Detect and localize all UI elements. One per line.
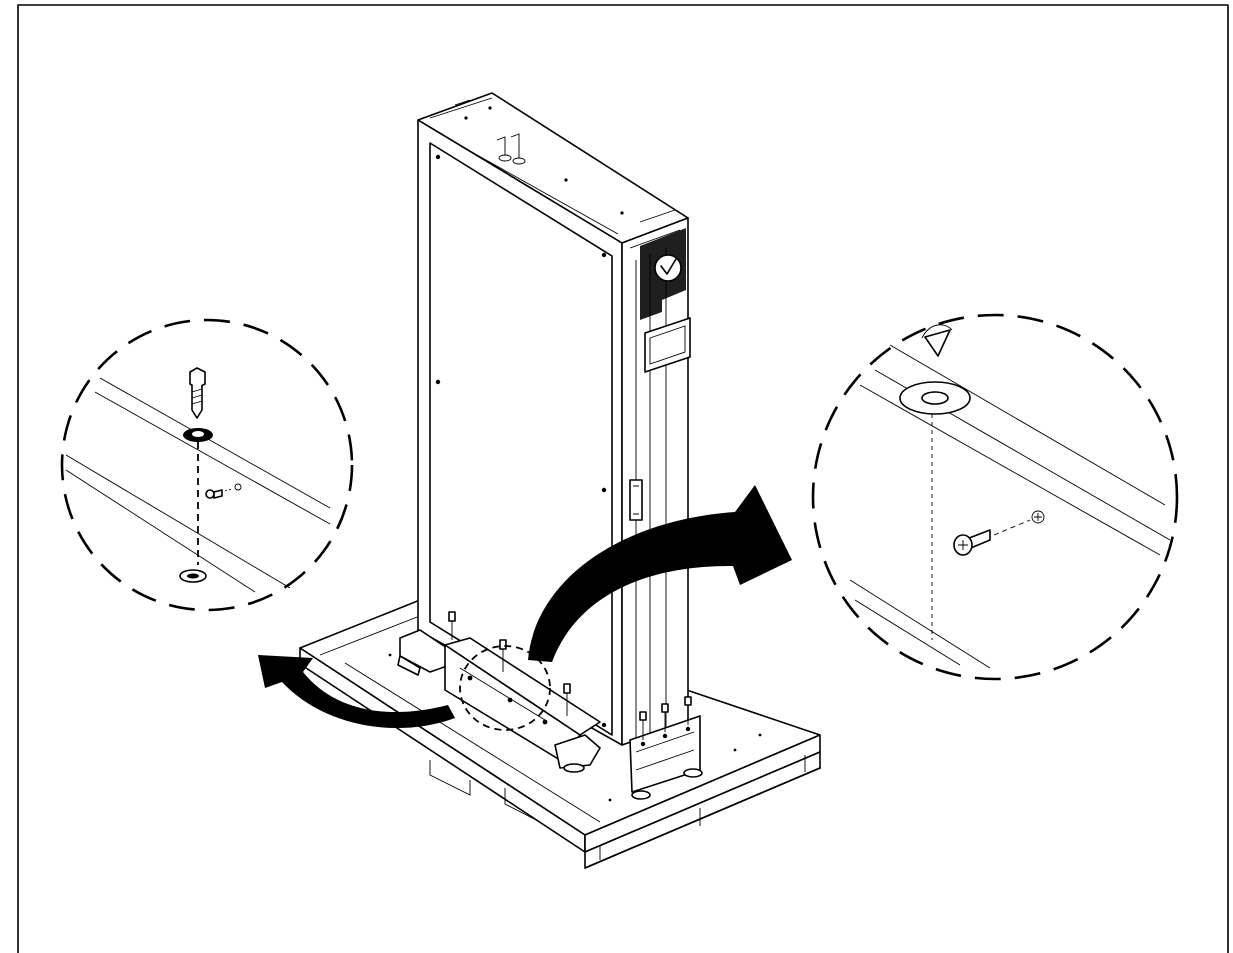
bolt-icon <box>189 367 206 389</box>
curved-arrow-to-left-detail <box>258 655 455 729</box>
figure-frame <box>17 4 1229 953</box>
display-panel <box>644 317 691 373</box>
detail-callout-circle <box>459 645 551 731</box>
left-detail-bolt-washer <box>60 318 354 612</box>
shipping-brackets <box>397 611 703 800</box>
curved-arrow-to-right-detail <box>528 485 792 662</box>
equipment-cabinet <box>417 92 691 746</box>
logo-icon <box>654 254 682 282</box>
door-handle <box>629 479 643 521</box>
right-detail-screw-washer <box>811 313 1179 681</box>
